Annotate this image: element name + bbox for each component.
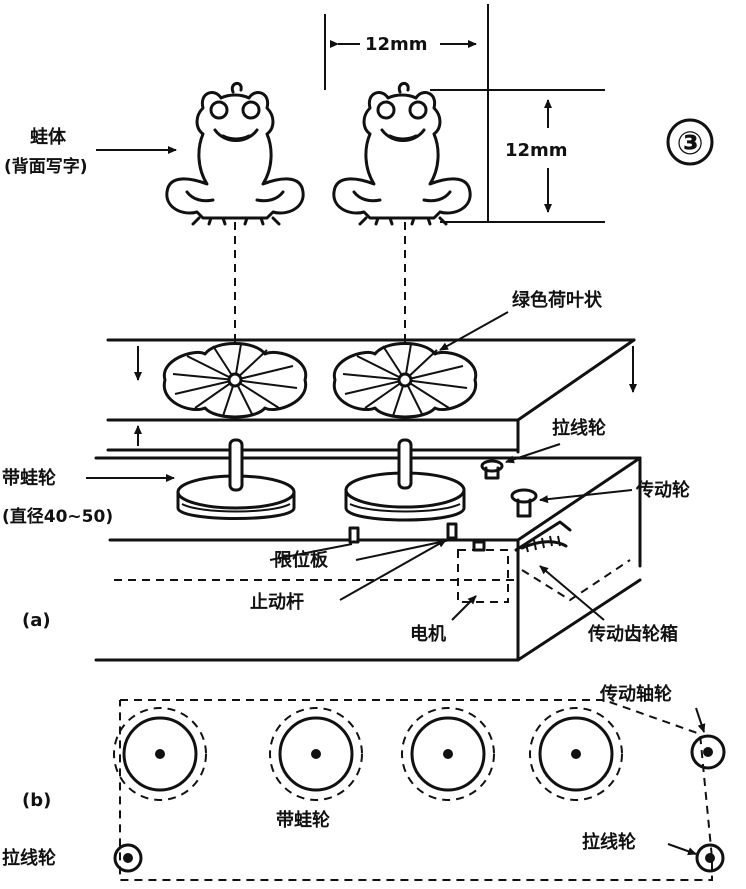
bottom-wheel-2	[269, 707, 363, 801]
motor-box	[457, 549, 509, 603]
stop-lever-arrow	[339, 539, 447, 601]
wheel-with-frog-label: 带蛙轮	[2, 467, 56, 489]
limit-plate-2	[446, 522, 458, 540]
pull-wheel-right-arrow	[667, 843, 697, 856]
bottom-wheel-3	[401, 707, 495, 801]
frog-right	[332, 82, 472, 226]
height-label: 12mm	[505, 140, 568, 161]
lotus-board	[106, 338, 637, 454]
figure-number: ③	[676, 124, 703, 162]
lotus-leaf-right	[332, 342, 478, 419]
bottom-wheel-4	[529, 707, 623, 801]
figure-number-circle	[666, 118, 714, 166]
motor-shaft	[472, 540, 486, 552]
part-b-label: (b)	[22, 790, 51, 811]
wheel-diameter-label: (直径40~50)	[2, 506, 113, 527]
stop-lever-label: 止动杆	[250, 591, 304, 613]
gearbox-arrow	[539, 565, 605, 621]
drive-shaft-wheel-label: 传动轴轮	[599, 683, 672, 705]
pull-wheel-left-label: 拉线轮	[2, 847, 56, 869]
frog-body-label: 蛙体	[30, 126, 67, 148]
limit-plate-label: 限位板	[274, 549, 329, 571]
dimension-width	[324, 4, 489, 222]
limit-plate-line-1	[269, 543, 353, 561]
green-lotus-arrow	[439, 311, 509, 351]
drive-shaft-wheel	[690, 734, 726, 770]
limit-plate-1	[348, 526, 360, 544]
drive-shaft-wheel-arrow	[695, 707, 706, 733]
green-lotus-label: 绿色荷叶状	[512, 289, 603, 311]
box-a	[94, 456, 642, 662]
frog-body-note: (背面写字)	[4, 156, 88, 177]
drive-wheel	[510, 488, 538, 518]
part-a-label: (a)	[22, 610, 51, 631]
belt-path	[119, 699, 713, 881]
width-label: 12mm	[365, 34, 428, 55]
gearbox-label: 传动齿轮箱	[587, 623, 678, 645]
bottom-wheel-1	[113, 707, 207, 801]
dimension-height	[430, 89, 605, 223]
motor-label: 电机	[410, 623, 446, 645]
pull-wheel-top-label: 拉线轮	[552, 417, 606, 439]
pull-wheel-left	[113, 843, 143, 873]
drive-wheel-label: 传动轮	[635, 479, 690, 501]
wheel-with-frog-b-label: 带蛙轮	[276, 809, 330, 831]
lotus-leaf-left	[162, 342, 308, 419]
pull-wheel-right	[695, 843, 725, 873]
frog-left	[165, 82, 305, 226]
frog-wheel-right	[344, 438, 466, 522]
limit-plate-line-2	[355, 539, 451, 561]
drive-wheel-arrow	[539, 489, 633, 504]
gearbox	[514, 520, 631, 602]
pull-wheel-right-label: 拉线轮	[582, 831, 636, 853]
motor-arrow	[451, 595, 477, 621]
pull-wheel-knob	[480, 459, 504, 480]
frog-wheel-left	[176, 438, 296, 520]
